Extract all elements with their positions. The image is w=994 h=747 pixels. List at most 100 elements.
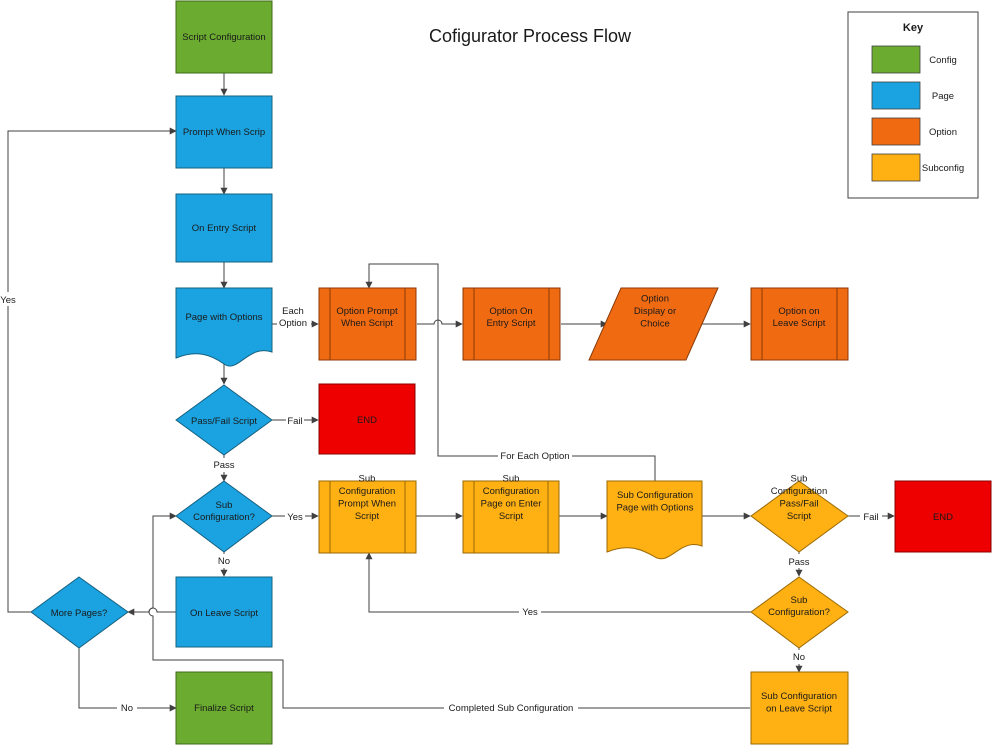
text-line: Option (279, 318, 307, 329)
text-line: Configuration (339, 486, 396, 497)
text-line: Sub (216, 500, 233, 511)
edge-label-no-sub2: No (793, 652, 805, 663)
edge-subq2-yes-loop (365, 552, 751, 613)
legend-swatch (871, 153, 921, 182)
legend-item-option: Option (871, 117, 957, 146)
edge-label-yes-sub2: Yes (522, 607, 538, 618)
node-end-2[interactable]: END (894, 480, 992, 553)
text-line: Sub Configuration (761, 691, 837, 702)
text-line: Finalize Script (194, 703, 254, 714)
text-line: Option on (778, 306, 819, 317)
text-line: Configuration? (193, 512, 255, 523)
text-line: Prompt When Scrip (183, 127, 265, 138)
legend-label: Option (929, 127, 957, 138)
legend-item-subconfig: Subconfig (871, 153, 964, 182)
node-prompt-when-script[interactable]: Prompt When Scrip (175, 95, 273, 169)
text-line: Choice (640, 319, 670, 330)
node-pass-fail-script[interactable]: Pass/Fail Script (175, 384, 273, 456)
text-line: Option (641, 294, 669, 305)
text-line: Entry Script (486, 318, 535, 329)
text-line: Page with Options (616, 502, 693, 513)
edge-label-completed-sub: Completed Sub Configuration (449, 703, 574, 714)
edge-leave-to-morepages (127, 607, 176, 616)
text-line: On Leave Script (190, 608, 258, 619)
node-label: Page with Options (185, 312, 262, 323)
nodes: Script Configuration Prompt When Scrip O… (30, 0, 992, 745)
text-line: Configuration? (768, 607, 830, 618)
node-on-entry-script[interactable]: On Entry Script (175, 193, 273, 263)
text-line: Sub (503, 473, 520, 484)
text-line: Sub (359, 473, 376, 484)
node-label: Finalize Script (194, 703, 254, 714)
node-page-with-options[interactable]: Page with Options (175, 287, 273, 367)
text-line: When Script (341, 318, 393, 329)
node-label: Prompt When Scrip (183, 127, 265, 138)
legend-swatch (871, 45, 921, 74)
text-line: On Entry Script (192, 223, 257, 234)
legend-label: Subconfig (922, 163, 964, 174)
node-finalize-script[interactable]: Finalize Script (175, 671, 273, 745)
text-line: Configuration (483, 486, 540, 497)
edge-label-fail2: Fail (863, 512, 878, 523)
node-script-configuration[interactable]: Script Configuration (175, 0, 273, 74)
edge-label-yes-left: Yes (0, 295, 16, 306)
legend-item-config: Config (871, 45, 957, 74)
edge-label-pass2: Pass (788, 557, 809, 568)
text-line: Pass/Fail Script (191, 416, 257, 427)
node-more-pages-decision[interactable]: More Pages? (30, 576, 129, 649)
edge-optprompt-to-optentry (417, 319, 463, 328)
text-line: Configuration (771, 486, 828, 497)
legend-label: Config (929, 55, 956, 66)
text-line: Page on Enter (481, 498, 542, 509)
node-end-1[interactable]: END (318, 383, 416, 455)
node-label: END (357, 415, 377, 426)
text-line: Sub Configuration (617, 490, 693, 501)
text-line: Script (499, 511, 524, 522)
edge-label-no-sub: No (218, 556, 230, 567)
edge-morepages-no-to-finalize (78, 648, 177, 712)
edge-morepages-yes-loop (7, 127, 177, 613)
node-label: On Entry Script (192, 223, 257, 234)
text-line: Pass/Fail (779, 498, 818, 509)
node-on-leave-script[interactable]: On Leave Script (175, 576, 273, 648)
text-line: Sub (791, 473, 808, 484)
text-line: Leave Script (773, 318, 826, 329)
edge-label-yes-sub: Yes (287, 512, 303, 523)
legend-title: Key (903, 22, 924, 34)
edge-for-each-option-loop (365, 263, 656, 482)
text-line: END (933, 512, 953, 523)
legend-swatch (871, 81, 921, 110)
text-line: Option On (489, 306, 532, 317)
text-line: More Pages? (51, 608, 108, 619)
node-label: Script Configuration (182, 32, 265, 43)
text-line: Option Prompt (336, 306, 398, 317)
edge-label-for-each-option: For Each Option (500, 451, 569, 462)
text-line: Script (787, 511, 812, 522)
edge-label-no-more: No (121, 703, 133, 714)
text-line: Page with Options (185, 312, 262, 323)
legend-label: Page (932, 91, 954, 102)
